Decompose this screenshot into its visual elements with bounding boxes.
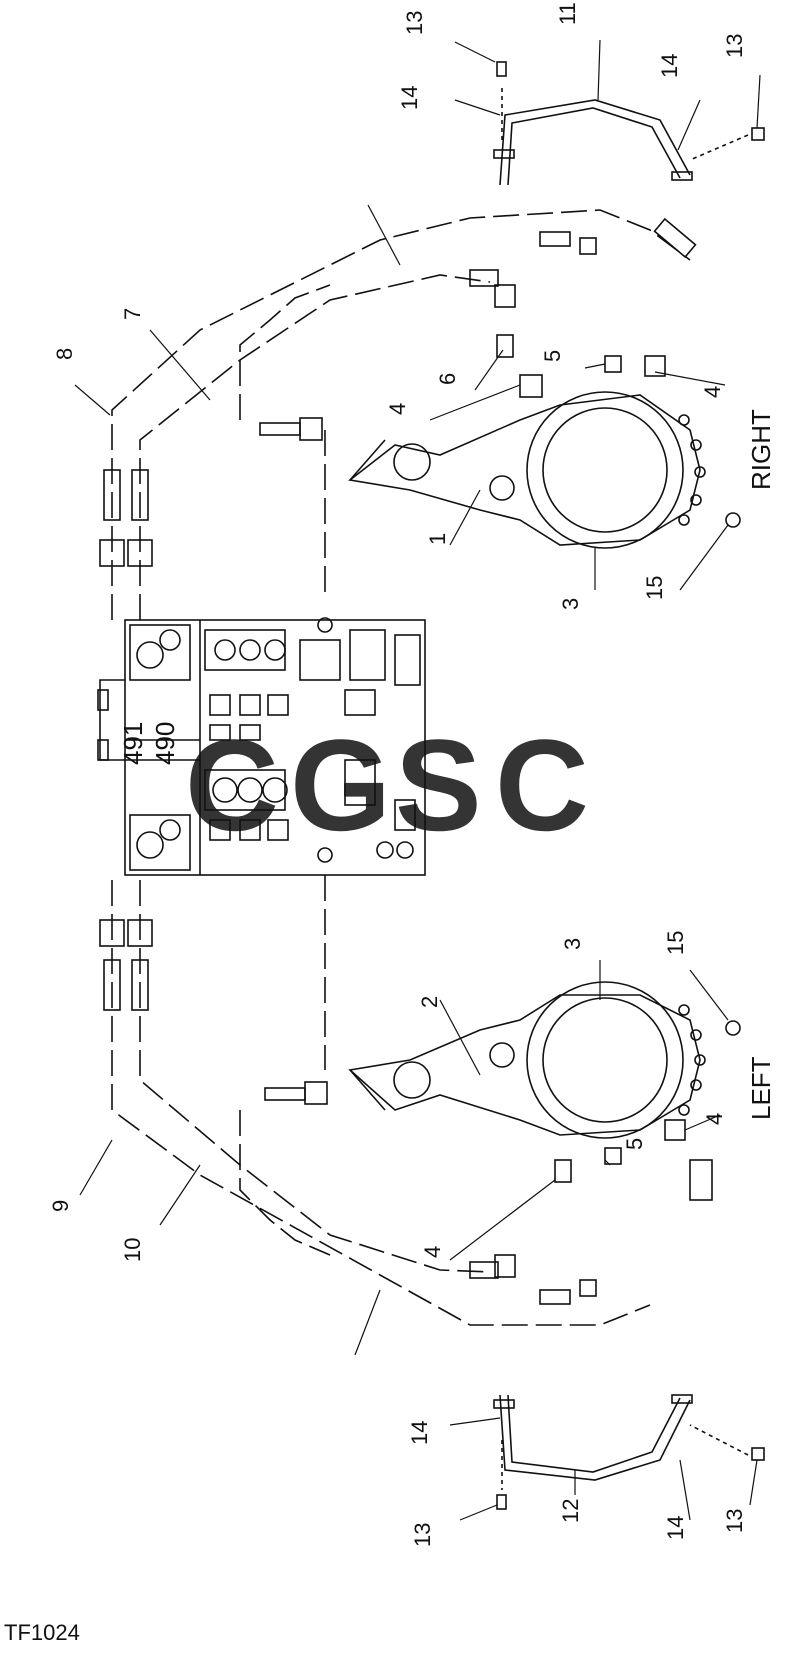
side-label-left: LEFT xyxy=(746,1056,776,1120)
callout-5: 5 xyxy=(540,350,565,362)
callout-14: 14 xyxy=(663,1516,688,1540)
hose-fittings-left xyxy=(99,919,713,1305)
valve-block xyxy=(97,617,426,876)
callout-3: 3 xyxy=(560,938,585,950)
valve-label-491: 491 xyxy=(118,722,148,765)
leader-lines xyxy=(74,39,761,1521)
callout-13: 13 xyxy=(722,1509,747,1533)
callout-4: 4 xyxy=(700,386,725,398)
valve-label-490: 490 xyxy=(150,722,180,765)
callout-4: 4 xyxy=(385,403,410,415)
watermark-letter-4: C xyxy=(495,712,589,858)
valve-labels: 491 490 xyxy=(118,722,180,765)
callout-3: 3 xyxy=(558,598,583,610)
callout-15: 15 xyxy=(663,931,688,955)
callout-14: 14 xyxy=(407,1421,432,1445)
bottom-bracket xyxy=(493,1394,765,1510)
callout-6: 6 xyxy=(435,373,460,385)
callout-13: 13 xyxy=(722,34,747,58)
callout-14: 14 xyxy=(397,86,422,110)
top-bracket xyxy=(493,61,765,186)
callout-13: 13 xyxy=(410,1523,435,1547)
watermark-letter-3: S xyxy=(395,712,482,858)
figure-code: TF1024 xyxy=(4,1620,80,1645)
callout-2: 2 xyxy=(417,996,442,1008)
callout-15: 15 xyxy=(642,576,667,600)
callout-12: 12 xyxy=(558,1499,583,1523)
callout-10: 10 xyxy=(120,1238,145,1262)
callout-14: 14 xyxy=(657,54,682,78)
callout-4: 4 xyxy=(702,1113,727,1125)
callout-9: 9 xyxy=(48,1200,73,1212)
arm-right xyxy=(348,391,741,549)
callout-8: 8 xyxy=(52,348,77,360)
watermark-letter-2: G xyxy=(290,712,391,858)
arm-left xyxy=(348,981,741,1139)
callout-1: 1 xyxy=(425,533,450,545)
callout-11: 11 xyxy=(555,2,580,25)
hoses-left xyxy=(111,875,651,1326)
callout-13: 13 xyxy=(402,11,427,35)
watermark-letter-1: C xyxy=(185,712,279,858)
callout-4: 4 xyxy=(420,1246,445,1258)
watermark-logo: C G S C xyxy=(185,712,589,858)
callout-numbers: 13 14 11 14 13 8 7 6 5 4 4 1 3 15 2 3 15… xyxy=(48,2,747,1547)
callout-7: 7 xyxy=(120,308,145,320)
callout-5: 5 xyxy=(622,1138,647,1150)
side-label-right: RIGHT xyxy=(746,409,776,490)
